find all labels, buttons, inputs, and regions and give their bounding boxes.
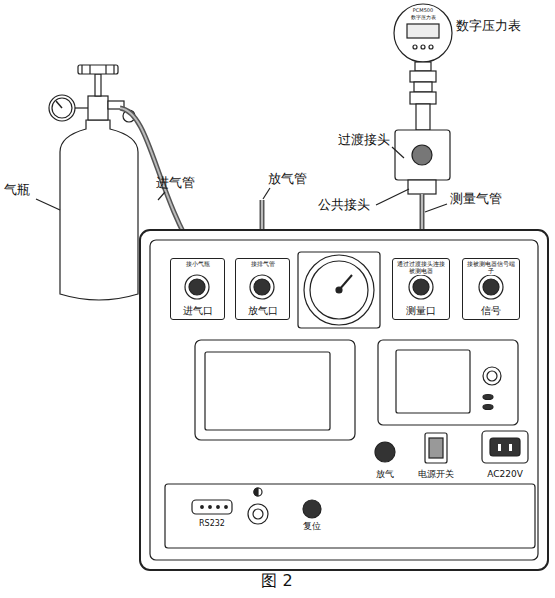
- figure-caption: 图 2: [261, 572, 292, 590]
- port-label: 进气口: [183, 305, 213, 317]
- gas-cylinder: [60, 120, 138, 300]
- power-socket: [482, 431, 528, 463]
- port-label: 信号: [481, 305, 501, 317]
- leader-line: [425, 204, 447, 212]
- callout-label: 公共接头: [318, 198, 370, 212]
- digital-gauge: [394, 4, 452, 62]
- leader-line: [263, 188, 270, 199]
- callout-label: 复位: [303, 522, 321, 532]
- callout-label: AC220V: [487, 470, 523, 480]
- port-box: 接小气瓶进气口: [170, 258, 225, 320]
- printer: [378, 340, 518, 425]
- callout-label: 气瓶: [4, 183, 30, 197]
- cylinder-valve: [88, 96, 108, 120]
- valve-handwheel: [78, 65, 118, 74]
- port-box: 接被测电器信号端子信号: [462, 258, 520, 320]
- port-box: 接排气管放气口: [235, 258, 290, 320]
- port-note: 接被测电器信号端子: [465, 261, 517, 275]
- port-label: 测量口: [406, 305, 436, 317]
- common-fitting: [408, 180, 436, 194]
- callout-label: 放气: [376, 470, 394, 480]
- leader-line: [376, 189, 409, 205]
- power-switch: [425, 433, 447, 463]
- regulator-gauge: [49, 95, 75, 121]
- leader-line: [392, 147, 404, 158]
- callout-label: 测量气管: [450, 192, 502, 206]
- leader-line: [158, 192, 165, 200]
- callout-label: 数字压力表: [456, 19, 521, 33]
- port-note: 接排气管: [251, 261, 275, 268]
- port-note: 接小气瓶: [186, 261, 210, 268]
- port-box: 通过过渡接头连接被测电器测量口: [392, 258, 450, 320]
- leader-line: [36, 199, 60, 210]
- callout-label: 过渡接头: [338, 133, 390, 147]
- callout-label: PCM500: [413, 8, 433, 14]
- callout-label: 进气管: [156, 176, 195, 190]
- lcd-screen: [195, 340, 355, 440]
- vent-button: [375, 442, 395, 462]
- callout-label: 数字压力表: [411, 15, 436, 21]
- rs232-port: [192, 500, 232, 514]
- port-note: 通过过渡接头连接被测电器: [395, 261, 447, 275]
- instrument-case: [140, 230, 548, 570]
- analog-gauge: [298, 252, 380, 328]
- callout-label: 放气管: [268, 172, 307, 186]
- callout-label: 电源开关: [418, 470, 454, 480]
- contrast-knob: [248, 504, 268, 524]
- callout-label: RS232: [199, 520, 225, 529]
- reset-button: [303, 500, 321, 518]
- port-label: 放气口: [248, 305, 278, 317]
- front-panel: [150, 240, 538, 560]
- transition-adapter: [395, 130, 450, 180]
